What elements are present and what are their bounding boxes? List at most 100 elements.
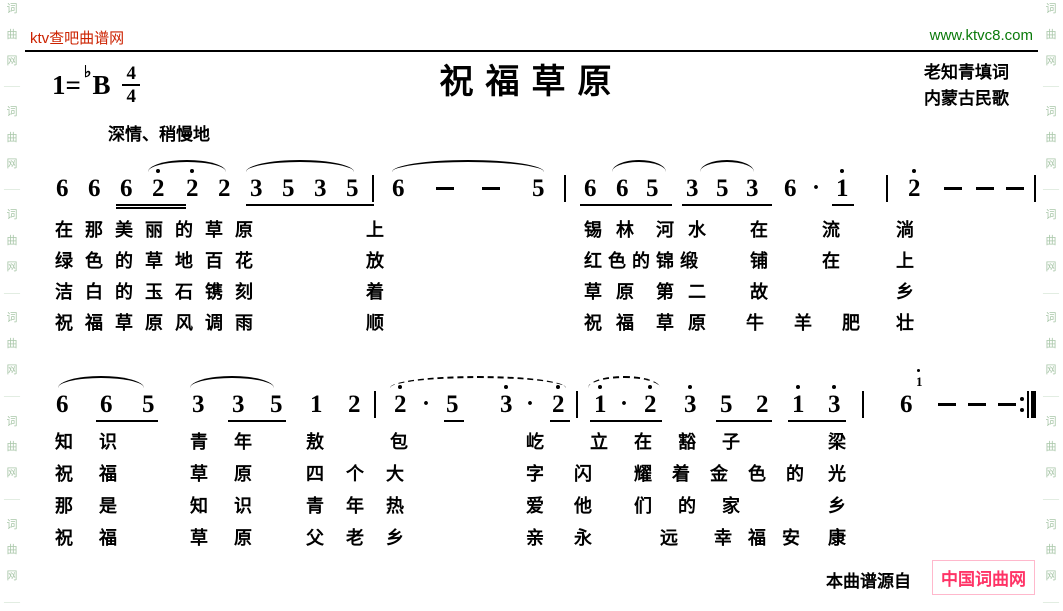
lyric-cell: 流 [822, 220, 840, 240]
watermark-char: 词 [1045, 518, 1057, 531]
grace-note: 1 [916, 369, 923, 389]
slur-arc [390, 376, 566, 388]
lyric-cell: 着 [366, 282, 384, 302]
note-digit: 5 [720, 391, 733, 418]
dash-note [1006, 187, 1024, 190]
bar-line [886, 175, 888, 202]
lyric-cell: 淌 [896, 220, 914, 240]
watermark-char: 词 [6, 312, 18, 325]
note-digit: 2 [756, 391, 769, 418]
watermark-char: 词 [6, 209, 18, 222]
note-digit: 1 [792, 385, 805, 418]
lyrics-row: 祝福草原风调雨顺祝福草原牛羊肥壮 [0, 309, 1063, 333]
watermark-char: 词 [6, 106, 18, 119]
slur-arc [700, 160, 754, 172]
lyric-cell: 立在豁子 [590, 432, 766, 452]
note-digit: 6 [900, 391, 913, 418]
slur-arc [588, 376, 660, 388]
credit-origin: 内蒙古民歌 [924, 89, 1009, 108]
lyric-cell: 祝福草原风调雨 [55, 313, 265, 333]
watermark-char: 曲 [6, 28, 18, 41]
lyric-cell: 幸福安 [714, 528, 816, 548]
beam-underline [550, 420, 570, 422]
lyric-cell: 铺 [750, 251, 768, 271]
watermark-dash: —— [1043, 287, 1059, 297]
beam-underline [116, 204, 186, 206]
note-digit: 6 [56, 175, 69, 202]
repeat-dot [1020, 397, 1024, 401]
watermark-char: 网 [6, 157, 18, 170]
watermark-char: 词 [6, 518, 18, 531]
watermark-dash: —— [4, 81, 20, 91]
beam-underline [682, 204, 772, 206]
lyric-cell: 绿色的草地百花 [55, 251, 265, 271]
repeat-thick-bar [1031, 391, 1036, 418]
lyric-cell: 那是 [55, 496, 143, 516]
dash-note [944, 187, 962, 190]
watermark-char: 网 [6, 260, 18, 273]
watermark-dash: —— [4, 390, 20, 400]
source-link[interactable]: 中国词曲网 [932, 560, 1035, 595]
site-name-link[interactable]: ktv查吧曲谱网 [30, 30, 125, 47]
beam-underline [580, 204, 672, 206]
lyric-cell: 祝福 [55, 464, 143, 484]
lyric-cell: 屹 [526, 432, 544, 452]
watermark-char: 词 [1045, 312, 1057, 325]
watermark-dash: —— [1043, 493, 1059, 503]
lyric-cell: 耀着金色的 [634, 464, 824, 484]
note-digit: 6 [784, 175, 797, 202]
note-digit: 6 [100, 391, 113, 418]
lyric-cell: 放 [366, 251, 384, 271]
beam-underline [716, 420, 772, 422]
lyric-cell: 祝福 [584, 313, 648, 333]
note-digit: 2 [552, 385, 565, 418]
lyric-cell: 包 [390, 432, 408, 452]
lyric-cell: 顺 [366, 313, 384, 333]
watermark-dash: —— [4, 493, 20, 503]
watermark-char: 词 [6, 3, 18, 15]
watermark-char: 网 [1045, 363, 1057, 376]
dot-separator: · [620, 391, 629, 417]
watermark-char: 词 [1045, 3, 1057, 15]
lyric-cell: 光 [828, 464, 846, 484]
note-digit: 1 [310, 391, 323, 418]
lyric-cell: 红色的锦缎 [584, 251, 704, 271]
lyric-cell: 祝福 [55, 528, 143, 548]
watermark-char: 词 [1045, 106, 1057, 119]
flat-symbol-icon: ♭ [83, 64, 92, 81]
lyric-cell: 他 [574, 496, 592, 516]
watermark-char: 词 [1045, 415, 1057, 428]
watermark-dash: —— [4, 184, 20, 194]
note-digit: 3 [192, 391, 205, 418]
lyric-cell: 壮 [896, 313, 914, 333]
beam-underline [228, 420, 286, 422]
bar-line [564, 175, 566, 202]
dot-separator: · [422, 391, 431, 417]
lyric-cell: 知识 [190, 496, 278, 516]
dash-note [938, 403, 956, 406]
note-digit: 5 [446, 391, 459, 418]
site-url-link[interactable]: www.ktvc8.com [929, 27, 1033, 44]
note-digit: 2 [908, 169, 921, 202]
source-label: 本曲谱源自 [826, 572, 911, 591]
slur-arc [190, 376, 274, 388]
time-numerator: 4 [122, 64, 140, 86]
beam-underline [590, 420, 662, 422]
beam-underline [832, 204, 854, 206]
dot-separator: · [526, 391, 535, 417]
slur-arc [392, 160, 544, 172]
watermark-char: 词 [1045, 209, 1057, 222]
note-digit: 6 [120, 175, 133, 202]
left-watermark-border: 词曲网——词曲网——词曲网——词曲网——词曲网——词曲网—— [0, 0, 24, 611]
lyric-cell: 永 [574, 528, 592, 548]
lyric-cell: 河水 [656, 220, 720, 240]
key-letter: B [92, 69, 111, 100]
note-digit: 2 [218, 175, 231, 202]
watermark-char: 曲 [6, 235, 18, 248]
watermark-dash: —— [1043, 81, 1059, 91]
note-digit: 2 [186, 169, 199, 202]
note-digit: 6 [56, 391, 69, 418]
note-digit: 2 [644, 385, 657, 418]
